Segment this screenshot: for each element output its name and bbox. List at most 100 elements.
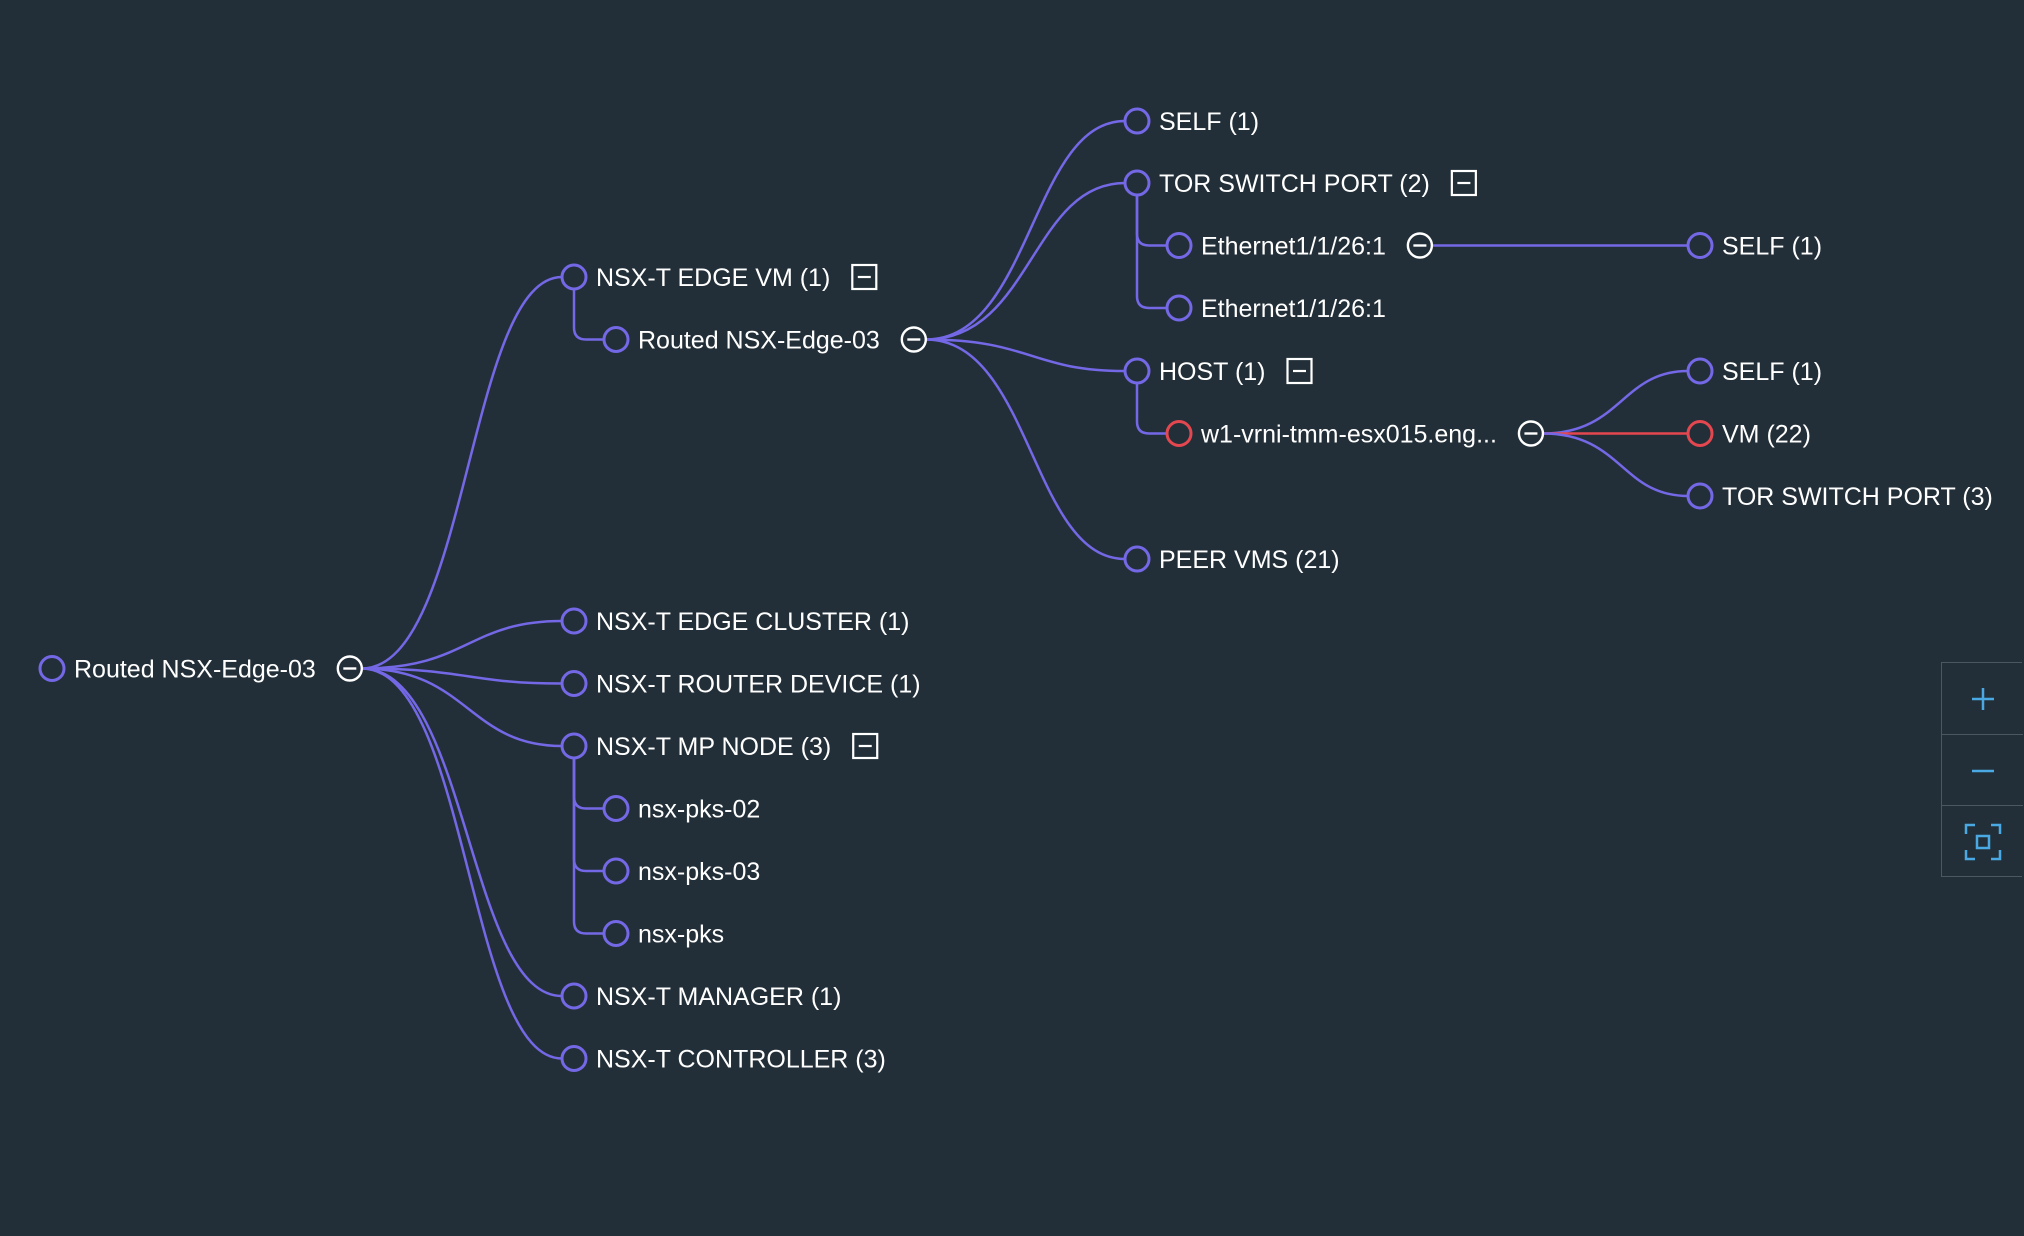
zoom-in-icon	[1971, 687, 1994, 710]
node-icon	[1165, 232, 1193, 259]
node-icon	[560, 607, 588, 635]
collapse-toggle-icon[interactable]	[1406, 232, 1434, 259]
alert-node-icon	[1165, 420, 1193, 447]
node-label: SELF (1)	[1722, 233, 1822, 261]
tree-node-self-1[interactable]: SELF (1)	[1123, 107, 1259, 136]
edge-line	[1542, 369, 1689, 435]
node-label: NSX-T MP NODE (3)	[596, 733, 831, 761]
tree-node-ethernet1-1-26-1[interactable]: Ethernet1/1/26:1	[1165, 232, 1434, 261]
node-label: Ethernet1/1/26:1	[1201, 295, 1386, 323]
node-label: SELF (1)	[1722, 358, 1822, 386]
zoom-in-button[interactable]	[1942, 663, 2023, 734]
tree-node-self-1[interactable]: SELF (1)	[1686, 357, 1822, 386]
node-icon	[1686, 357, 1714, 385]
tree-node-w1-vrni-tmm-esx015-eng[interactable]: w1-vrni-tmm-esx015.eng...	[1165, 420, 1545, 449]
tree-node-nsx-t-edge-vm-1[interactable]: NSX-T EDGE VM (1)	[560, 263, 878, 292]
collapse-square-icon[interactable]	[1286, 357, 1313, 385]
tree-node-routed-nsx-edge-03[interactable]: Routed NSX-Edge-03	[602, 326, 928, 355]
nodes: Routed NSX-Edge-03 NSX-T EDGE VM (1) Route…	[38, 107, 1993, 1074]
edge-line	[361, 619, 563, 670]
tree-node-nsx-pks-03[interactable]: nsx-pks-03	[602, 857, 760, 886]
node-icon	[1165, 294, 1193, 322]
edge-line	[572, 758, 604, 935]
node-label: nsx-pks-03	[638, 858, 760, 886]
edge-line	[925, 338, 1126, 373]
collapse-toggle-icon[interactable]	[900, 326, 928, 353]
tree-node-peer-vms-21[interactable]: PEER VMS (21)	[1123, 545, 1340, 574]
edge-line	[925, 119, 1126, 341]
edge-line	[572, 758, 604, 873]
tree-node-self-1[interactable]: SELF (1)	[1686, 232, 1822, 261]
tree-node-vm-22[interactable]: VM (22)	[1686, 420, 1811, 449]
tree-node-nsx-t-router-device-1[interactable]: NSX-T ROUTER DEVICE (1)	[560, 670, 921, 699]
zoom-controls	[1941, 662, 2023, 877]
collapse-toggle-icon[interactable]	[1517, 420, 1545, 447]
node-icon	[560, 670, 588, 697]
node-label: nsx-pks-02	[638, 796, 760, 824]
tree-node-nsx-pks-02[interactable]: nsx-pks-02	[602, 795, 760, 824]
zoom-out-button[interactable]	[1942, 734, 2023, 806]
node-label: NSX-T ROUTER DEVICE (1)	[596, 671, 921, 699]
node-label: VM (22)	[1722, 421, 1811, 449]
node-icon	[602, 795, 630, 822]
fit-to-screen-button[interactable]	[1942, 805, 2023, 877]
tree-node-tor-switch-port-3[interactable]: TOR SWITCH PORT (3)	[1686, 482, 1993, 511]
node-label: NSX-T CONTROLLER (3)	[596, 1046, 886, 1074]
node-label: Routed NSX-Edge-03	[638, 327, 880, 355]
zoom-out-icon	[1971, 769, 1994, 772]
tree-node-nsx-t-edge-cluster-1[interactable]: NSX-T EDGE CLUSTER (1)	[560, 607, 909, 636]
node-icon	[1123, 107, 1151, 135]
node-icon	[1123, 357, 1151, 385]
tree-node-host-1[interactable]: HOST (1)	[1123, 357, 1313, 386]
edges	[361, 119, 1689, 1060]
node-icon	[602, 920, 630, 947]
node-icon	[602, 857, 630, 885]
edge-line	[361, 667, 563, 748]
node-label: HOST (1)	[1159, 358, 1266, 386]
tree-node-nsx-t-controller-3[interactable]: NSX-T CONTROLLER (3)	[560, 1045, 886, 1074]
alert-node-icon	[1686, 420, 1714, 447]
edge-line	[361, 667, 563, 685]
node-icon	[560, 732, 588, 760]
collapse-toggle-icon[interactable]	[336, 655, 364, 682]
tree-node-routed-nsx-edge-03[interactable]: Routed NSX-Edge-03	[38, 655, 364, 684]
node-label: TOR SWITCH PORT (2)	[1159, 170, 1430, 198]
edge-line	[925, 338, 1126, 561]
node-icon	[1686, 232, 1714, 259]
node-label: Ethernet1/1/26:1	[1201, 233, 1386, 261]
node-icon	[602, 326, 630, 353]
node-icon	[1123, 169, 1151, 197]
node-label: NSX-T EDGE VM (1)	[596, 264, 830, 292]
node-icon	[1686, 482, 1714, 510]
edge-line	[1135, 195, 1167, 310]
node-label: TOR SWITCH PORT (3)	[1722, 483, 1993, 511]
node-label: nsx-pks	[638, 921, 724, 949]
node-icon	[560, 982, 588, 1010]
collapse-square-icon[interactable]	[851, 263, 878, 291]
node-label: Routed NSX-Edge-03	[74, 656, 316, 684]
tree-node-tor-switch-port-2[interactable]: TOR SWITCH PORT (2)	[1123, 169, 1477, 198]
node-icon	[38, 655, 66, 682]
edge-line	[361, 275, 563, 670]
tree-node-nsx-t-manager-1[interactable]: NSX-T MANAGER (1)	[560, 982, 841, 1011]
node-label: SELF (1)	[1159, 108, 1259, 136]
edge-line	[361, 667, 563, 998]
tree-node-nsx-pks[interactable]: nsx-pks	[602, 920, 724, 949]
collapse-square-icon[interactable]	[852, 732, 879, 760]
node-label: NSX-T EDGE CLUSTER (1)	[596, 608, 909, 636]
node-icon	[560, 1045, 588, 1072]
edge-line	[361, 667, 563, 1060]
fit-to-screen-icon	[1964, 823, 2001, 860]
node-label: PEER VMS (21)	[1159, 546, 1340, 574]
edge-line	[572, 758, 604, 810]
node-icon	[560, 263, 588, 291]
edge-line	[572, 289, 604, 341]
tree-node-ethernet1-1-26-1[interactable]: Ethernet1/1/26:1	[1165, 294, 1386, 323]
edge-line	[925, 181, 1126, 341]
node-label: NSX-T MANAGER (1)	[596, 983, 841, 1011]
edge-line	[1135, 195, 1167, 247]
tree-node-nsx-t-mp-node-3[interactable]: NSX-T MP NODE (3)	[560, 732, 879, 761]
collapse-square-icon[interactable]	[1450, 169, 1477, 197]
